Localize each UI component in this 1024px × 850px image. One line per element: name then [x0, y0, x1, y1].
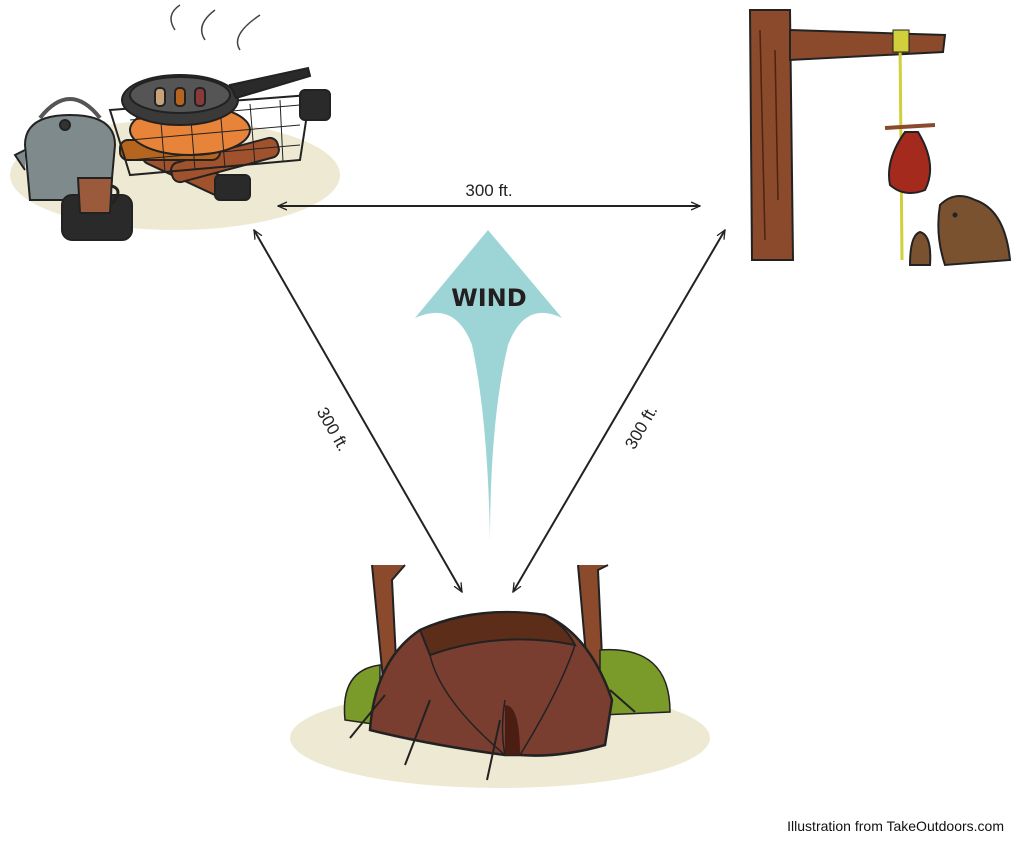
distance-arrow-storage-tent: [512, 230, 726, 592]
tent-icon: [290, 564, 710, 788]
wind-label: WIND: [451, 284, 526, 312]
campfire-cooking-icon: [10, 4, 340, 241]
distance-arrow-cooking-tent: [253, 230, 463, 592]
bear-bag-tree-icon: [748, 9, 1012, 267]
distance-label-top: 300 ft.: [465, 181, 512, 200]
illustration-credit: Illustration from TakeOutdoors.com: [787, 818, 1004, 834]
distance-label-left: 300 ft.: [313, 404, 353, 454]
wind-arrow: WIND: [415, 230, 562, 542]
distance-label-right: 300 ft.: [621, 402, 661, 452]
